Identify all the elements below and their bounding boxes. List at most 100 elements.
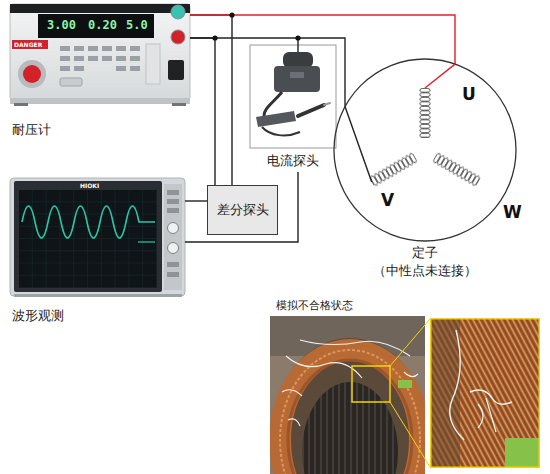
scope-base [14, 294, 182, 297]
probe-tip [324, 103, 330, 105]
binding-thread [300, 340, 410, 356]
inset-border [431, 319, 540, 468]
wire-connector [185, 172, 298, 242]
key [130, 46, 140, 51]
zoom-inset [430, 318, 540, 468]
probe-connector [256, 111, 296, 127]
coil-w [432, 152, 481, 187]
wire-connector [185, 200, 207, 201]
winding-highlight [280, 350, 420, 474]
scope-control-panel [164, 184, 182, 290]
scope-key [167, 272, 179, 277]
scope-knob [168, 223, 179, 234]
key [88, 56, 98, 61]
scope-key [167, 262, 179, 267]
probe-cable [264, 92, 282, 116]
current-probe-illustration [250, 38, 336, 148]
binding-thread [282, 372, 418, 426]
stator-photo [270, 316, 425, 474]
stator-core [302, 382, 398, 474]
stator-frame [270, 338, 425, 474]
zoom-leader [390, 402, 430, 467]
scope-screen [19, 190, 157, 288]
tester-display [38, 14, 154, 38]
tester-foot [14, 103, 28, 106]
junction-dot [229, 12, 234, 17]
v-lead [345, 107, 372, 182]
start-key [60, 78, 82, 86]
key [116, 56, 126, 61]
terminal-v: V [381, 190, 394, 210]
key [74, 46, 84, 51]
broken-thread [470, 390, 512, 404]
clamp-window [290, 72, 304, 78]
scope-key [167, 190, 179, 195]
high-voltage-terminal [171, 5, 185, 19]
oscilloscope-node-text: 波形观测 [12, 308, 64, 325]
scope-bezel [14, 181, 162, 292]
side-panel [146, 44, 160, 84]
coil-u [419, 88, 431, 138]
broken-thread [478, 398, 496, 432]
u-lead [425, 64, 455, 88]
wire-connector [190, 38, 345, 107]
time-reading: 5.0 [126, 18, 148, 32]
key [60, 46, 70, 51]
key [88, 46, 98, 51]
key [60, 56, 70, 61]
probe-cable [262, 127, 300, 135]
key [60, 66, 70, 71]
coil-v [369, 152, 418, 187]
coil-winding [419, 88, 431, 138]
failure-photo [270, 316, 545, 474]
junction-dot [212, 35, 217, 40]
insulation-tape [505, 438, 540, 468]
terminal-u: U [462, 84, 476, 104]
tester-foot [172, 103, 186, 106]
stator-ring [334, 59, 516, 241]
key [74, 56, 84, 61]
key [116, 66, 126, 71]
failure-photo-node-text: 模拟不合格状态 [276, 299, 353, 313]
coil-winding [432, 152, 481, 187]
danger-plate [12, 40, 48, 49]
probe-pen [298, 105, 324, 116]
current-reading: 0.20 [88, 18, 117, 32]
sine-trace [22, 206, 155, 238]
tester-top-strip [10, 4, 190, 13]
scope-grid [19, 190, 157, 288]
key [116, 46, 126, 51]
terminal-w: W [503, 202, 522, 222]
highlight-square [352, 366, 390, 402]
scope-body [10, 178, 185, 296]
stop-button [23, 65, 41, 83]
zoom-leader [390, 319, 430, 366]
power-switch [168, 60, 184, 80]
voltage-reading: 3.00 [47, 18, 76, 32]
current-probe-node: 电流探头 [248, 44, 338, 172]
scope-knob [168, 243, 179, 254]
oscilloscope-node: 波形观测 [8, 175, 185, 327]
key [74, 66, 84, 71]
stator-outline [333, 58, 517, 242]
return-terminal [171, 30, 185, 44]
brand-logo: HIOKI [80, 182, 99, 189]
failure-photo-node: 模拟不合格状态 [270, 298, 542, 474]
clamp-jaw [283, 52, 313, 68]
oscilloscope-illustration [10, 178, 185, 297]
danger-tag: DANGER [14, 41, 42, 48]
coil-winding [369, 152, 418, 187]
stator-circle: 定子 （中性点未连接） [333, 58, 517, 288]
copper-winding [280, 350, 420, 474]
key [102, 46, 112, 51]
wire-connector [190, 38, 215, 185]
wire-connector [190, 15, 455, 64]
scope-key [167, 208, 179, 213]
stator-circle-text: 定子 （中性点未连接） [365, 244, 485, 280]
flat-trace [138, 241, 155, 242]
key [130, 56, 140, 61]
scope-key [167, 199, 179, 204]
